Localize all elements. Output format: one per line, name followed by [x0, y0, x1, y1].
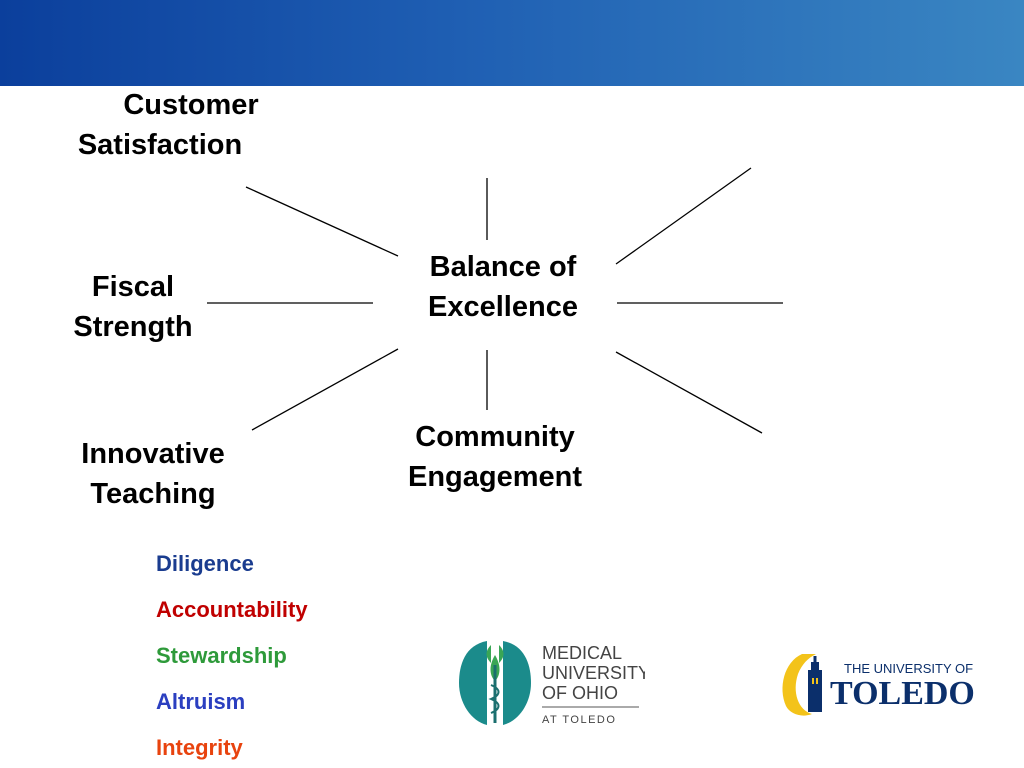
value-diligence: Diligence — [156, 551, 254, 576]
university-of-toledo-logo: THE UNIVERSITY OF TOLEDO — [782, 654, 975, 716]
medical-logo-line4: AT TOLEDO — [542, 714, 616, 726]
value-altruism: Altruism — [156, 689, 246, 714]
node-label-line2: Satisfaction — [77, 129, 243, 161]
value-integrity: Integrity — [156, 735, 243, 760]
center-label-line1: Balance of — [429, 251, 577, 283]
center-label-line2: Excellence — [428, 291, 578, 323]
spoke-bottom-right — [615, 351, 763, 434]
node-label-line1: Customer — [123, 89, 259, 121]
value-stewardship: Stewardship — [156, 643, 287, 668]
node-customer-satisfaction: Customer Satisfaction — [60, 85, 300, 165]
node-label-line2: Strength — [73, 311, 193, 343]
medical-logo-line2: UNIVERSITY — [542, 663, 645, 683]
node-fiscal-strength: Fiscal Strength — [43, 267, 223, 347]
spoke-top-right — [615, 167, 752, 265]
medical-university-logo: MEDICAL UNIVERSITY OF OHIO AT TOLEDO — [459, 641, 645, 726]
node-label-line1: Innovative — [81, 438, 225, 470]
toledo-logo-line1: THE UNIVERSITY OF — [844, 661, 973, 676]
medical-logo-line1: MEDICAL — [542, 643, 622, 663]
node-label-line2: Teaching — [90, 478, 216, 510]
toledo-swoosh — [782, 654, 816, 716]
medical-logo-line3: OF OHIO — [542, 683, 618, 703]
value-accountability: Accountability — [156, 597, 308, 622]
spoke-top-left — [245, 186, 399, 257]
header-band — [0, 0, 1024, 86]
node-label-line1: Fiscal — [91, 271, 175, 303]
node-innovative-teaching: Innovative Teaching — [43, 434, 263, 514]
node-label-line1: Community — [415, 421, 575, 453]
center-label: Balance of Excellence — [398, 247, 608, 327]
toledo-tower-icon — [808, 656, 822, 712]
spoke-bottom-left — [251, 348, 399, 431]
toledo-logo-line2: TOLEDO — [830, 675, 975, 712]
node-label-line2: Engagement — [407, 461, 583, 493]
medical-university-emblem — [459, 641, 531, 725]
node-community-engagement: Community Engagement — [375, 417, 615, 497]
